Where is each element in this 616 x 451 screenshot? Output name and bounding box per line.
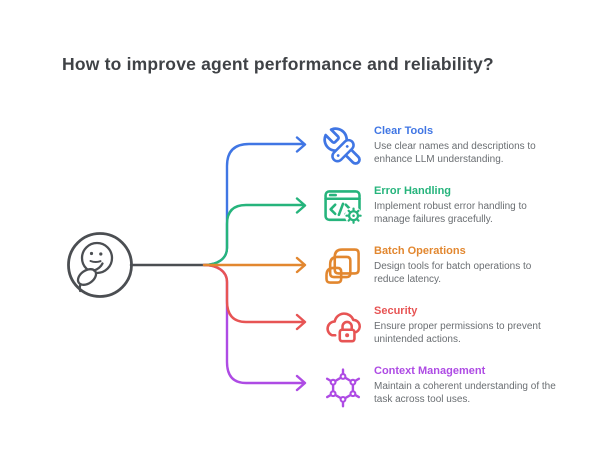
network-nodes-icon [320, 364, 366, 410]
branch-item-error-handling: Error Handling Implement robust error ha… [320, 184, 562, 230]
branch-line-clear-tools [202, 136, 307, 267]
outer-circle [67, 232, 133, 298]
branch-title: Error Handling [374, 185, 452, 197]
branch-description: Use clear names and descriptions to enha… [374, 141, 536, 165]
branch-description: Design tools for batch operations to red… [374, 261, 532, 285]
documents-stack-icon [320, 244, 366, 290]
branch-line-batch-operations [202, 256, 307, 274]
branch-line-security [202, 263, 307, 331]
branch-line-error-handling [202, 197, 307, 267]
branch-description: Ensure proper permissions to prevent uni… [374, 321, 541, 345]
branch-title: Security [374, 305, 418, 317]
branch-line-context-management [202, 263, 307, 392]
branch-item-batch-operations: Batch Operations Design tools for batch … [320, 244, 562, 290]
branch-title: Context Management [374, 365, 486, 377]
face-thumb [92, 262, 104, 272]
face-wrist [78, 282, 82, 293]
branch-item-clear-tools: Clear Tools Use clear names and descript… [320, 124, 562, 170]
face-eye-right [99, 252, 103, 256]
thinking-face-icon [67, 232, 206, 298]
branch-item-security: Security Ensure proper permissions to pr… [320, 304, 562, 350]
face-mouth [89, 260, 102, 264]
tools-icon [320, 124, 366, 170]
page-title: How to improve agent performance and rel… [62, 53, 494, 74]
face-eye-left [89, 251, 94, 256]
branch-item-context-management: Context Management Maintain a coherent u… [320, 364, 562, 410]
branch-description: Implement robust error handling to manag… [374, 201, 527, 225]
cloud-lock-icon [320, 304, 366, 350]
branch-description: Maintain a coherent understanding of the… [374, 381, 556, 405]
branch-title: Batch Operations [374, 245, 466, 257]
branch-title: Clear Tools [374, 125, 434, 137]
code-window-gear-icon [320, 184, 366, 230]
